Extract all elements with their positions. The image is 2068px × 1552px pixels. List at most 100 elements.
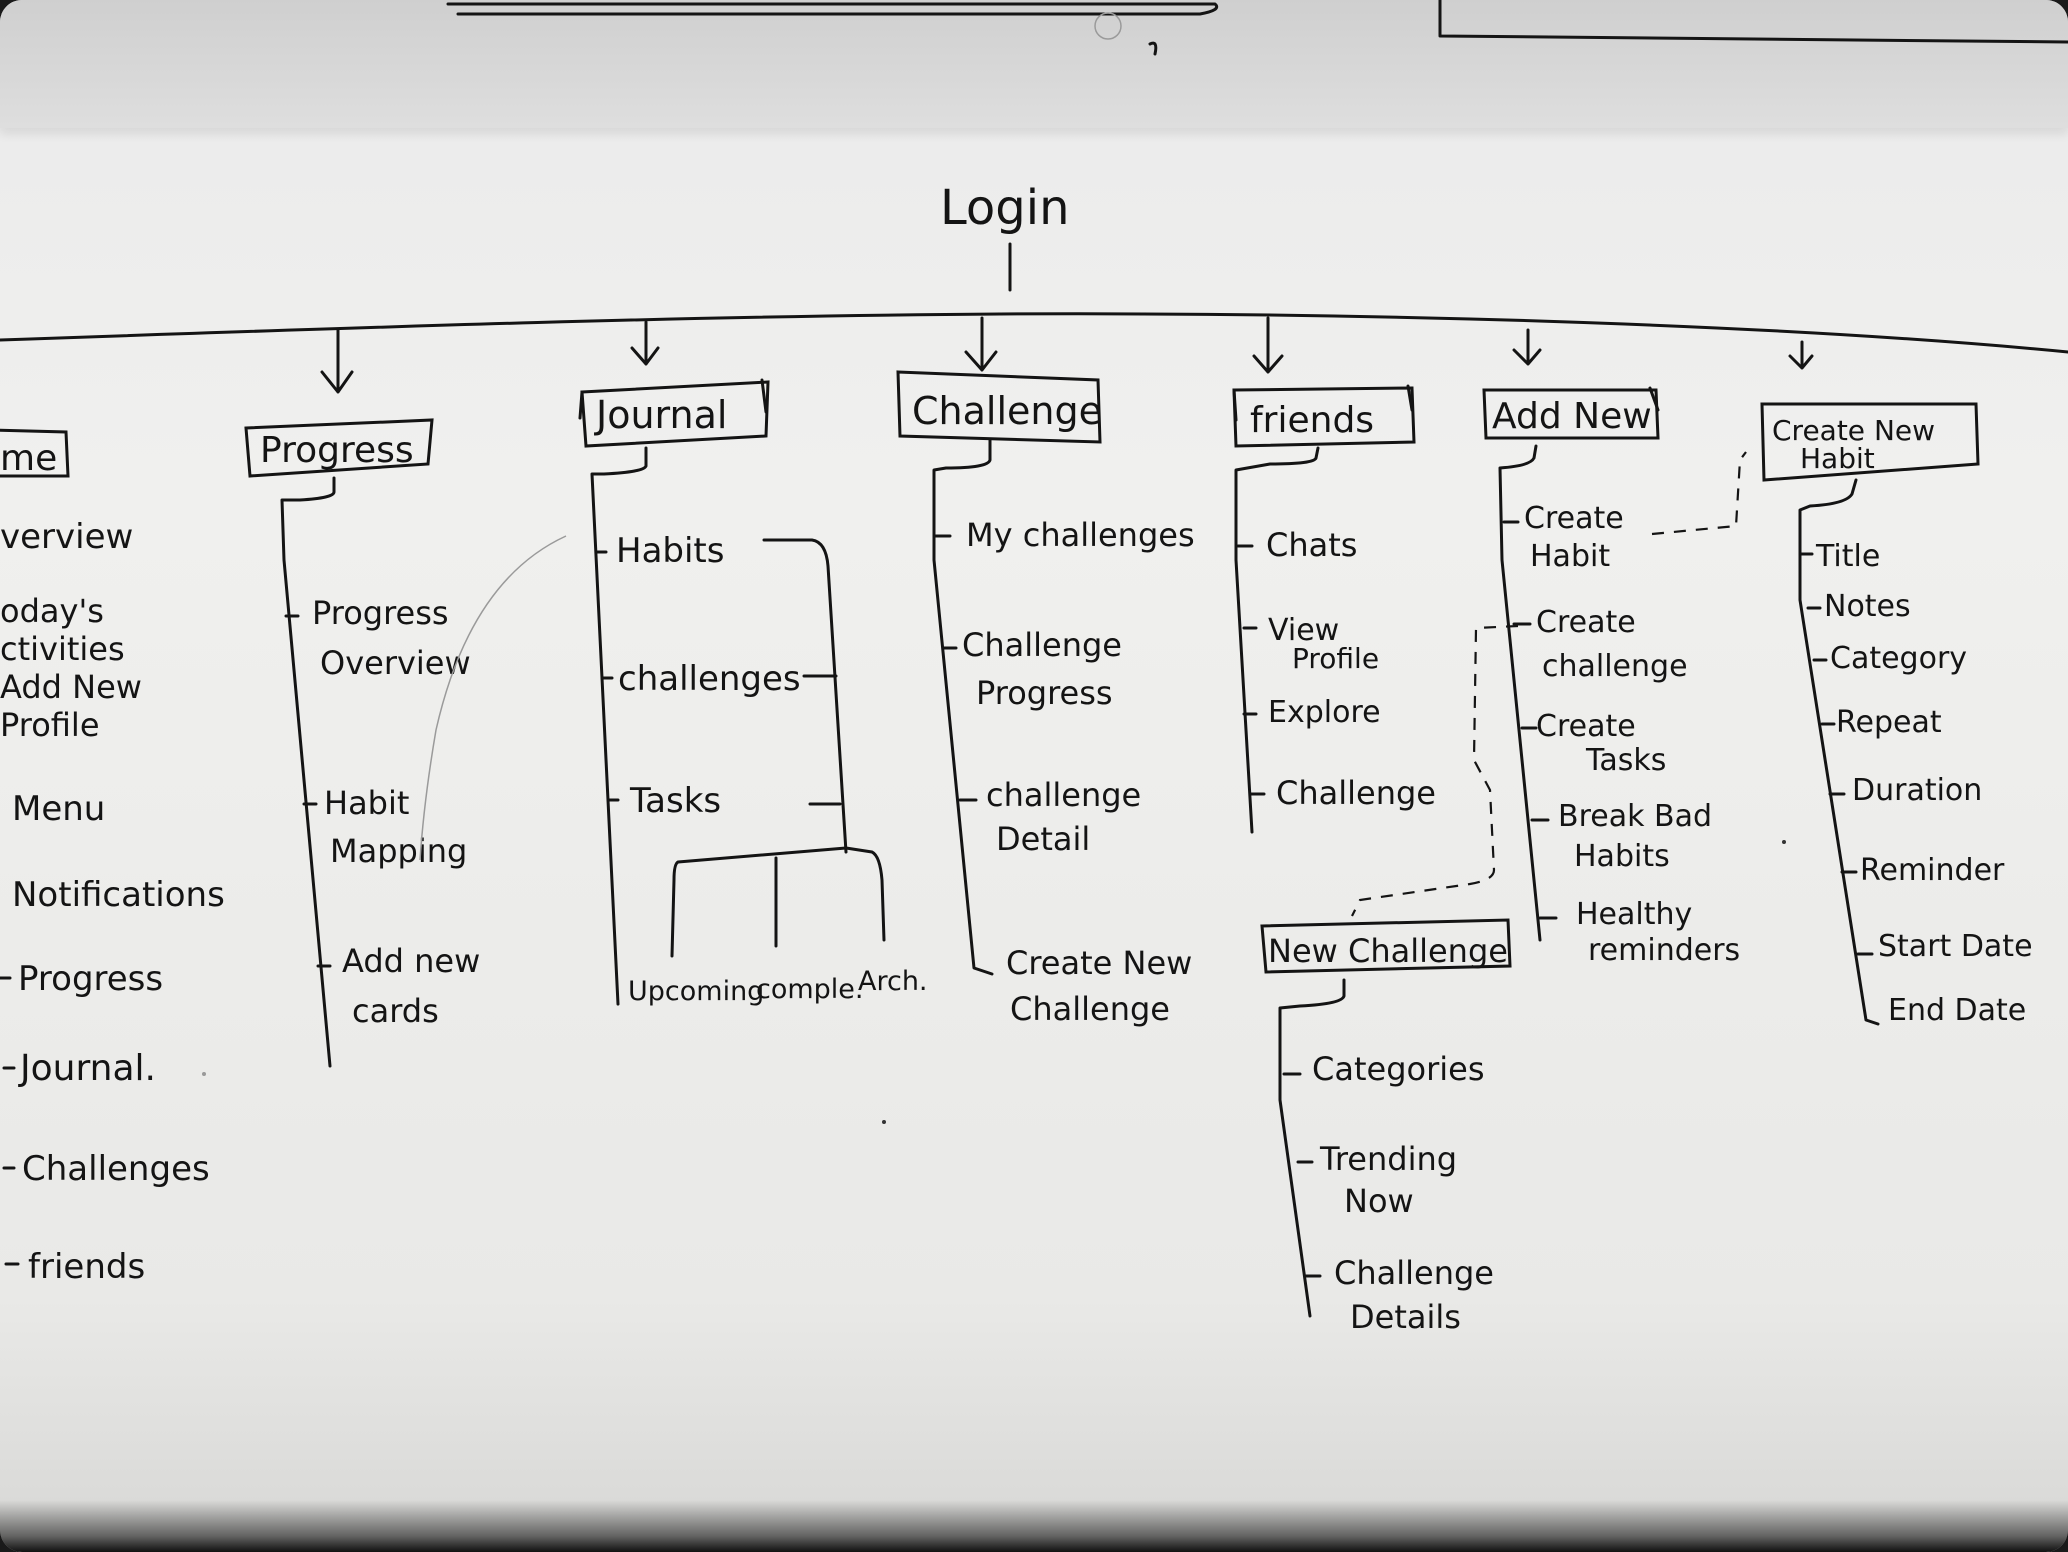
home-item-journal: Journal. (18, 1048, 156, 1089)
new-challenge-item-trending: Trending (1319, 1140, 1457, 1178)
add-new-box-mark (1648, 386, 1660, 412)
challenge-item-challenge-2: challenge (986, 776, 1141, 814)
arrow-progress (320, 328, 354, 394)
pencil-speck-2 (1782, 840, 1786, 844)
create-habit-item-end-date: End Date (1888, 993, 2026, 1028)
friends-item-challenge: Challenge (1276, 774, 1436, 812)
challenge-item-challenge-3: Challenge (1010, 990, 1170, 1028)
create-habit-item-duration: Duration (1852, 773, 1982, 808)
arrow-create-habit (1788, 340, 1814, 370)
home-item-todays: oday's (0, 592, 104, 630)
create-habit-item-reminder: Reminder (1860, 853, 2005, 888)
new-challenge-title: New Challenge (1268, 932, 1508, 970)
arrow-challenge (964, 316, 998, 372)
friends-box (1232, 386, 1416, 448)
home-item-profile: Profile (0, 706, 100, 744)
main-branch-line (0, 312, 2068, 354)
add-new-box (1482, 388, 1660, 440)
challenge-spine (932, 438, 994, 976)
add-new-item-create-2: Create (1536, 605, 1636, 640)
new-challenge-item-details: Details (1350, 1298, 1461, 1336)
new-challenge-item-challenge: Challenge (1334, 1254, 1494, 1292)
challenge-item-my-challenges: My challenges (966, 516, 1195, 554)
challenge-box (896, 370, 1102, 444)
challenge-item-create-new: Create New (1006, 944, 1192, 982)
progress-title: Progress (260, 430, 414, 471)
progress-item-mapping: Mapping (330, 832, 467, 870)
add-new-item-challenge: challenge (1542, 649, 1688, 684)
arrow-journal (630, 320, 660, 366)
progress-item-add-new: Add new (342, 942, 480, 980)
journal-item-habits: Habits (616, 531, 724, 571)
previous-page-strip (0, 0, 2068, 128)
add-new-item-reminders: reminders (1588, 933, 1740, 968)
journal-merge-bracket (762, 538, 848, 854)
challenge-item-progress: Progress (976, 674, 1113, 712)
add-new-item-break-bad: Break Bad (1558, 799, 1712, 834)
journal-item-tasks: Tasks (629, 781, 721, 821)
add-new-item-create-3: Create (1536, 709, 1636, 744)
journal-sub-branches (670, 846, 886, 958)
journal-sub-completed: comple. (756, 974, 864, 1005)
pencil-speck (882, 1120, 886, 1124)
progress-item-cards: cards (352, 992, 439, 1030)
dashed-link-create-habit (1651, 451, 1747, 536)
new-challenge-box (1260, 918, 1512, 974)
journal-title: Journal (594, 393, 727, 437)
create-habit-item-notes: Notes (1824, 589, 1911, 624)
add-new-spine (1498, 444, 1542, 942)
journal-sub-upcoming: Upcoming (628, 976, 764, 1007)
home-item-notifications: Notifications (12, 875, 225, 915)
journal-item-challenges: challenges (618, 659, 801, 699)
create-habit-title: Create New (1772, 414, 1935, 447)
home-item-activities: ctivities (0, 630, 125, 668)
faint-pencil-curve (419, 535, 567, 861)
friends-item-chats: Chats (1266, 526, 1357, 564)
home-item-challenges: Challenges (22, 1149, 210, 1189)
pencil-speck-3 (202, 1072, 206, 1076)
progress-spine (280, 476, 336, 1068)
friends-spine (1234, 446, 1320, 834)
friends-item-explore: Explore (1268, 695, 1381, 730)
prev-page-circle (1094, 12, 1122, 40)
add-new-item-create: Create (1524, 501, 1624, 536)
create-habit-item-category: Category (1830, 641, 1967, 676)
dashed-link-new-challenge (1351, 624, 1519, 917)
add-new-item-habit: Habit (1530, 539, 1610, 574)
arrow-add-new (1512, 328, 1542, 366)
table-edge-shadow (0, 1500, 2068, 1552)
progress-item-habit: Habit (324, 784, 409, 822)
create-habit-box (1760, 402, 1980, 482)
friends-item-profile: Profile (1292, 642, 1379, 675)
home-box (0, 428, 70, 478)
root-label: Login (940, 180, 1070, 236)
friends-item-view: View (1268, 613, 1339, 648)
prev-page-box-edge-right (1438, 0, 2068, 44)
home-item-overview: verview (0, 517, 133, 557)
challenge-item-challenge: Challenge (962, 626, 1122, 664)
prev-page-mark (1148, 41, 1158, 56)
journal-box (580, 380, 770, 448)
journal-sub-archived: Arch. (858, 966, 928, 997)
prev-page-box-edge (446, 2, 1219, 16)
challenge-title: Challenge (912, 389, 1102, 433)
create-habit-item-start-date: Start Date (1878, 929, 2033, 964)
friends-box-marks (1232, 384, 1414, 422)
add-new-item-tasks: Tasks (1585, 743, 1666, 778)
journal-box-marks (578, 378, 768, 420)
create-habit-item-title: Title (1815, 539, 1880, 574)
add-new-item-healthy: Healthy (1576, 897, 1692, 932)
home-item-add-new: Add New (0, 668, 142, 706)
home-item-progress: Progress (18, 959, 163, 999)
challenge-item-detail: Detail (996, 820, 1090, 858)
new-challenge-item-now: Now (1344, 1182, 1414, 1220)
friends-title: friends (1250, 400, 1374, 441)
home-item-menu: Menu (12, 789, 105, 829)
arrow-friends (1252, 316, 1284, 374)
home-title: me (0, 438, 57, 479)
create-habit-item-repeat: Repeat (1836, 705, 1942, 740)
new-challenge-spine (1278, 978, 1346, 1318)
create-habit-title-2: Habit (1800, 442, 1875, 475)
